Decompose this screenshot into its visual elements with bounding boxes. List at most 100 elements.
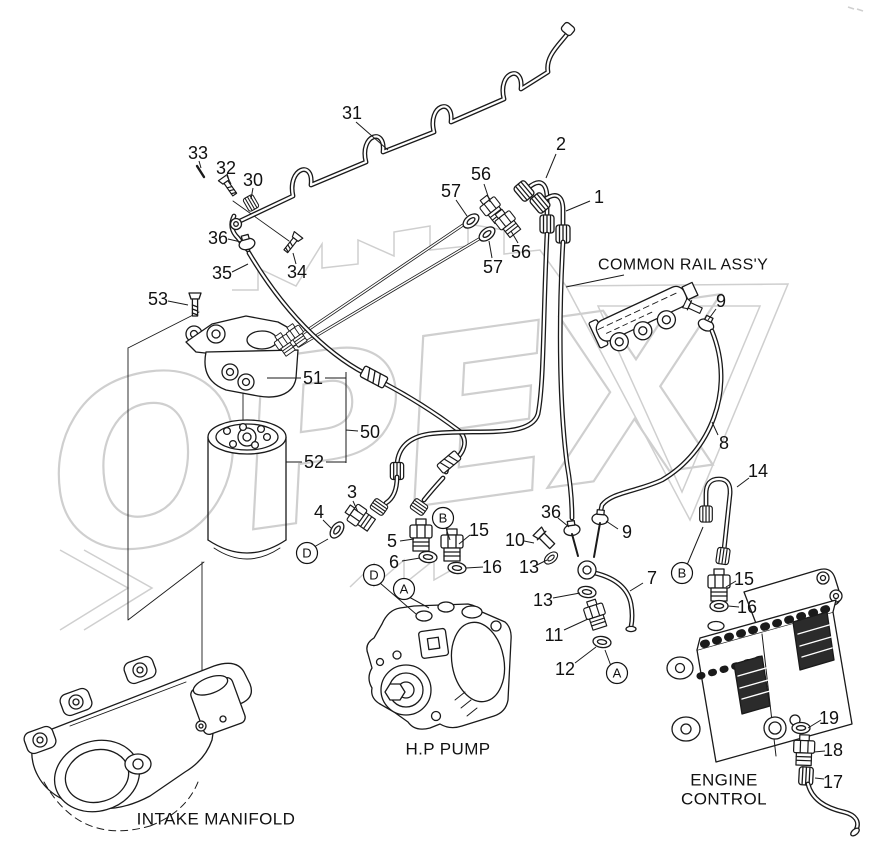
leader-lines — [167, 121, 826, 780]
part-label-56-11: 56 — [511, 242, 531, 262]
fuel-filter — [185, 292, 310, 560]
part-label-4-21: 4 — [314, 502, 324, 522]
filter-cartridge-52 — [207, 419, 287, 560]
oring-13-b — [576, 584, 598, 600]
part-label-9-29: 9 — [622, 522, 632, 542]
part-label-16-35: 16 — [737, 597, 757, 617]
balloon-circle — [295, 541, 319, 565]
part-label-17-38: 17 — [823, 772, 843, 792]
part-label-13-31: 13 — [533, 590, 553, 610]
oring-16-left — [446, 560, 468, 576]
injector-ports — [609, 310, 677, 352]
collar-2 — [539, 214, 555, 234]
bolt-32 — [217, 173, 240, 199]
part-label-57-7: 57 — [441, 181, 461, 201]
part-label-52-19: 52 — [304, 452, 324, 472]
part-label-51-17: 51 — [303, 368, 323, 388]
part-label-19-36: 19 — [819, 708, 839, 728]
part-label-33-1: 33 — [188, 143, 208, 163]
hose-8 — [597, 328, 724, 517]
part-label-18-37: 18 — [823, 740, 843, 760]
part-label-15-34: 15 — [734, 569, 754, 589]
part-label-11-32: 11 — [545, 625, 564, 645]
pipe-14-nut-lower — [715, 546, 731, 566]
bolt-53 — [188, 292, 202, 317]
fitting-11 — [580, 596, 610, 632]
balloon-label-a-5: A — [605, 661, 629, 685]
part-label-16-25: 16 — [482, 557, 502, 577]
engine-control-unit — [666, 568, 853, 763]
balloon-label-d-0: D — [295, 541, 319, 565]
page-artifact — [847, 6, 864, 12]
pipe-14-nut-upper — [699, 505, 713, 523]
balloon-circle — [362, 563, 386, 587]
part-label-6-23: 6 — [389, 552, 399, 572]
balloon-label-d-2: D — [362, 563, 386, 587]
part-label-14-15: 14 — [748, 461, 768, 481]
oring-16-right — [709, 599, 729, 613]
part-label-35-5: 35 — [212, 263, 232, 283]
part-label-31-0: 31 — [342, 103, 362, 123]
fuel-pipes-to-fittings — [285, 221, 486, 348]
balloon-letter: A — [400, 582, 409, 597]
part-label-1-10: 1 — [594, 187, 604, 207]
caption-engine-control-2: CONTROL — [681, 790, 767, 809]
part-label-36-28: 36 — [541, 502, 561, 522]
hose-nut-17 — [797, 765, 815, 787]
rail-feed-elbows — [525, 180, 566, 229]
pipe-14 — [703, 476, 733, 553]
fitting-15-right — [707, 568, 731, 602]
common-rail — [588, 281, 704, 352]
part-label-53-16: 53 — [148, 289, 168, 309]
balloon-letter: D — [369, 568, 378, 583]
hose-1 — [557, 239, 575, 521]
part-label-57-12: 57 — [483, 257, 503, 277]
balloon-circle — [605, 661, 629, 685]
hp-pump — [366, 601, 512, 730]
hose-35 — [246, 250, 467, 503]
part-label-50-18: 50 — [360, 422, 380, 442]
part-label-10-26: 10 — [505, 530, 525, 550]
balloon-letter: B — [439, 511, 448, 526]
part-label-5-22: 5 — [387, 531, 397, 551]
part-label-13-27: 13 — [519, 557, 539, 577]
balloon-letter: B — [678, 566, 687, 581]
part-label-9-13: 9 — [716, 291, 726, 311]
balloon-label-a-3: A — [392, 577, 416, 601]
bolt-34 — [280, 230, 304, 256]
oring-19 — [791, 721, 811, 735]
balloon-circle — [431, 506, 455, 530]
balloon-letter: D — [302, 546, 311, 561]
part-label-2-9: 2 — [556, 134, 566, 154]
part-label-12-33: 12 — [555, 659, 575, 679]
clamp-36-upper — [236, 232, 257, 253]
balloon-letter: A — [613, 666, 622, 681]
oring-12 — [591, 634, 613, 650]
pipe-7 — [577, 560, 637, 633]
watermark-triangle-outer — [564, 283, 790, 522]
part-label-8-14: 8 — [719, 433, 729, 453]
caption-engine-control-1: ENGINE — [690, 771, 758, 790]
balloon-circle — [670, 561, 694, 585]
pipe-stubs — [571, 522, 601, 558]
oring-13-a — [541, 548, 561, 568]
watermark-gear-band — [232, 223, 567, 291]
part-label-36-4: 36 — [208, 228, 228, 248]
part-label-3-20: 3 — [347, 482, 357, 502]
injection-pipe-31 — [229, 21, 576, 253]
oring-57-a — [459, 210, 483, 232]
caption-hp-pump: H.P PUMP — [405, 740, 490, 759]
part-label-30-3: 30 — [243, 170, 263, 190]
part-label-34-6: 34 — [287, 262, 307, 282]
pin-33 — [195, 164, 206, 179]
balloon-label-b-4: B — [670, 561, 694, 585]
balloon-label-b-1: B — [431, 506, 455, 530]
part-label-7-30: 7 — [647, 568, 657, 588]
caption-common-rail: COMMON RAIL ASS'Y — [598, 257, 768, 274]
part-label-56-8: 56 — [471, 164, 491, 184]
hose-2 — [394, 231, 550, 467]
balloon-circle — [392, 577, 416, 601]
